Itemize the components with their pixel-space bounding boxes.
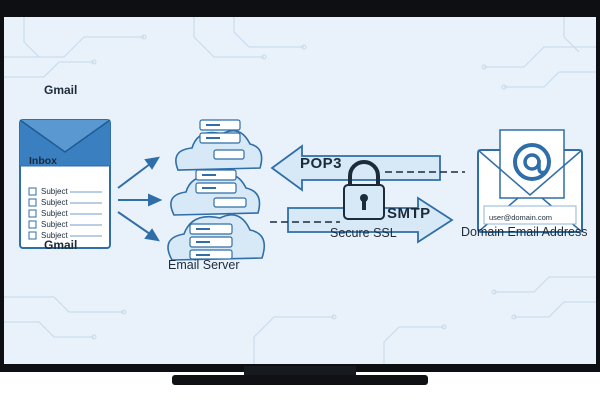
inbox-subject-5: Subject bbox=[41, 231, 68, 240]
secure-ssl-label: Secure SSL bbox=[330, 226, 397, 240]
circuit-background bbox=[4, 17, 596, 364]
pop3-arrow bbox=[270, 144, 465, 192]
gmail-title-bottom: Gmail bbox=[44, 238, 78, 252]
gmail-to-server-arrows bbox=[117, 156, 163, 242]
gmail-client-card bbox=[19, 119, 111, 249]
gmail-title-top: Gmail bbox=[44, 83, 78, 97]
email-server-label: Email Server bbox=[168, 258, 240, 272]
inbox-subject-4: Subject bbox=[41, 220, 68, 229]
pop3-label: POP3 bbox=[300, 155, 343, 172]
inbox-label: Inbox bbox=[29, 155, 57, 167]
inbox-subject-2: Subject bbox=[41, 198, 68, 207]
inbox-checkbox-list bbox=[28, 187, 102, 240]
monitor-stand-base bbox=[172, 375, 428, 385]
domain-envelope-icon bbox=[477, 129, 583, 233]
cloud-server-icon bbox=[167, 119, 266, 261]
at-sign-icon bbox=[513, 143, 551, 181]
inbox-subject-1: Subject bbox=[41, 187, 68, 196]
smtp-label: SMTP bbox=[387, 205, 431, 222]
domain-email-label: Domain Email Address bbox=[461, 225, 588, 239]
padlock-icon bbox=[343, 160, 385, 220]
domain-address: user@domain.com bbox=[489, 213, 553, 222]
inbox-subject-3: Subject bbox=[41, 209, 68, 218]
